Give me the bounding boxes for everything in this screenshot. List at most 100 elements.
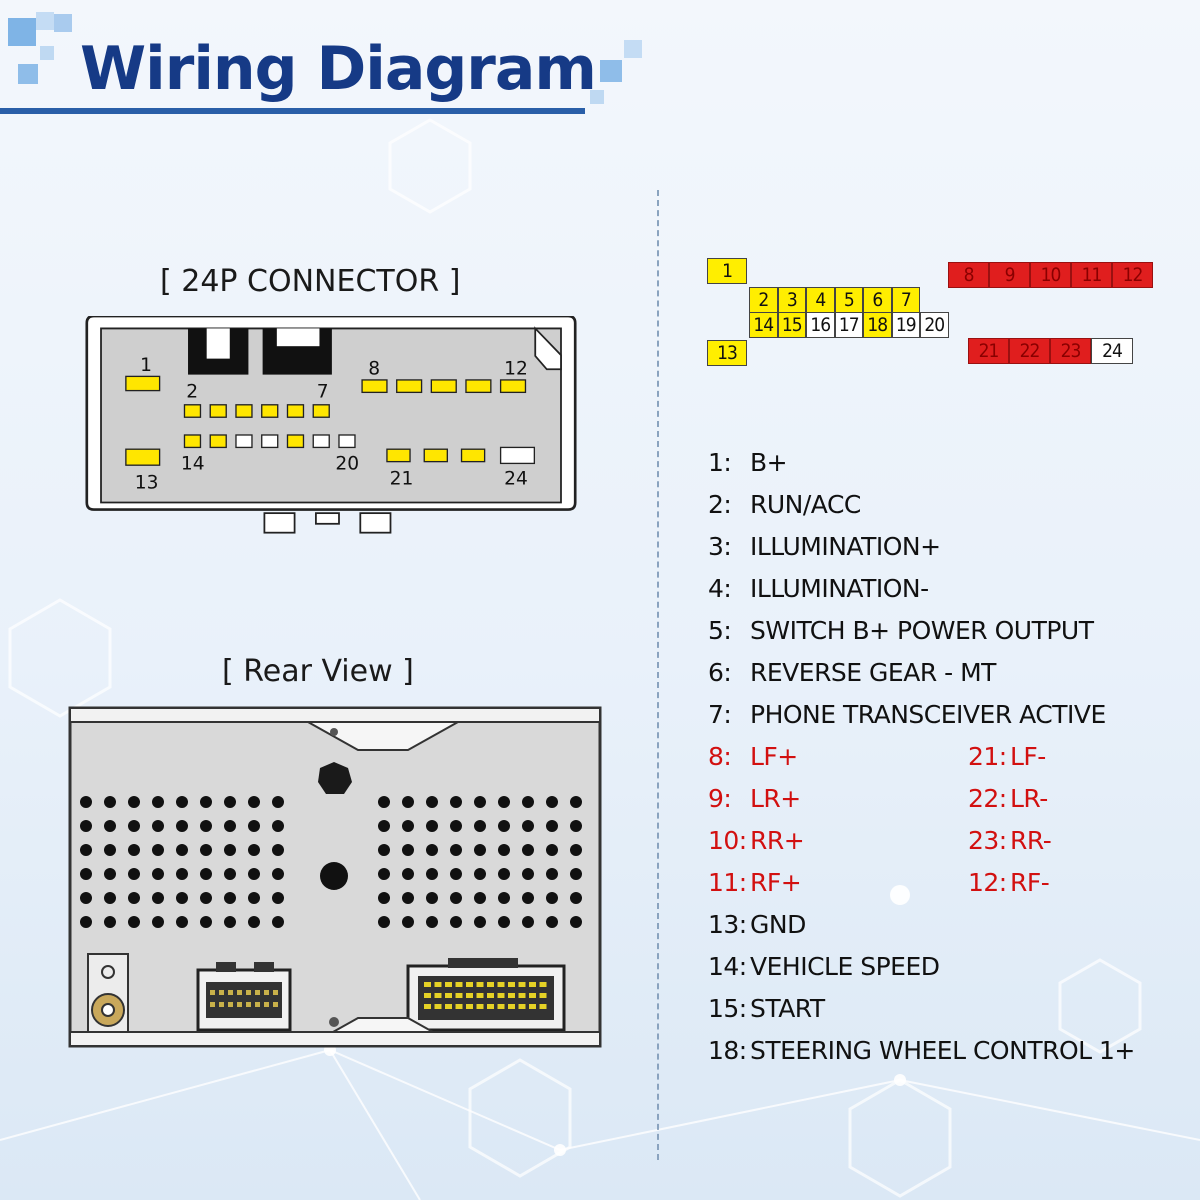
vent-hole [498,796,510,808]
title-decor-square [590,90,604,104]
page-title: Wiring Diagram [80,34,597,104]
vent-hole [402,868,414,880]
vent-hole [498,868,510,880]
connector-pin-6 [286,404,305,418]
vent-hole [200,868,212,880]
port-pin [273,990,278,995]
vent-hole [176,916,188,928]
connector-pin-22 [423,448,448,463]
vent-hole [474,868,486,880]
vent-hole [426,916,438,928]
vent-hole [224,796,236,808]
vent-hole [474,916,486,928]
vent-hole [450,796,462,808]
vent-hole [128,820,140,832]
port-pin [219,990,224,995]
pin-number: 2: [708,490,732,519]
vent-hole [474,844,486,856]
vent-hole [546,868,558,880]
pin-description-8: 8:LF+ [708,742,798,771]
pin-map-cell-20: 20 [920,312,949,338]
pin-number: 9: [708,784,732,813]
pin-function: LF+ [750,742,798,771]
vent-hole [402,916,414,928]
vent-hole [402,892,414,904]
pin-map-cell-1: 1 [707,258,747,284]
pin-number: 22: [968,784,1007,813]
vent-hole [474,796,486,808]
pin-function: B+ [750,448,788,477]
vent-left [80,796,284,928]
vent-hole [522,868,534,880]
pin-map-cell-9: 9 [989,262,1030,288]
pin-map-cell-24: 24 [1091,338,1133,364]
pin-description-12: 12:RF- [968,868,1050,897]
pin-function: STEERING WHEEL CONTROL 1+ [750,1036,1135,1065]
connector-pin-8 [361,379,388,394]
connector-pin-21 [386,448,411,463]
pin-description-5: 5:SWITCH B+ POWER OUTPUT [708,616,1094,645]
port-pin [539,993,547,998]
vent-hole [378,892,390,904]
vent-hole [272,892,284,904]
connector-pin-2 [183,404,202,418]
vent-hole [248,844,260,856]
pin-map-cell-22: 22 [1009,338,1050,364]
port-pin [476,982,484,987]
pin-map-cell-15: 15 [777,312,806,338]
vent-hole [80,820,92,832]
pin-description-23: 23:RR- [968,826,1052,855]
port-pin [255,990,260,995]
connector-pin-24 [499,446,536,465]
pin-number: 23: [968,826,1007,855]
vent-hole [570,820,582,832]
pin-description-14: 14:VEHICLE SPEED [708,952,940,981]
connector-pin-5 [261,404,279,418]
port-pin [273,1002,278,1007]
pin-map-cell-8: 8 [948,262,989,288]
vent-hole [224,892,236,904]
vent-hole [426,844,438,856]
connector-pin-23 [460,448,486,463]
pin-function: LF- [1010,742,1046,771]
port-pin [466,1004,473,1009]
pin-label-12: 12 [504,359,528,380]
pin-map-cell-5: 5 [834,287,863,313]
pin-number: 14: [708,952,747,981]
port-pin [424,982,431,987]
title-decor-square [40,46,54,60]
pin-function: RF+ [750,868,802,897]
vent-hole [272,868,284,880]
vent-hole [378,796,390,808]
vent-hole [546,820,558,832]
vent-hole [80,868,92,880]
vent-hole [176,892,188,904]
vent-hole [200,844,212,856]
vent-hole [450,844,462,856]
pin-description-13: 13:GND [708,910,806,939]
vent-hole [104,796,116,808]
vent-hole [522,820,534,832]
title-decor-square [624,40,642,58]
vent-hole [104,844,116,856]
vent-hole [546,916,558,928]
pin-number: 5: [708,616,732,645]
pin-description-1: 1:B+ [708,448,788,477]
connector-pin-20 [338,434,356,449]
pin-map-cell-16: 16 [806,312,835,338]
vent-hole [498,844,510,856]
port-pin [518,993,526,998]
vent-hole [570,868,582,880]
vent-hole [200,916,212,928]
vent-hole [570,916,582,928]
port-pin [518,982,526,987]
pin-map-cell-21: 21 [968,338,1009,364]
connector-pin-15 [209,434,227,449]
pin-label-24: 24 [504,469,528,490]
vent-hole [546,892,558,904]
vent-hole [224,820,236,832]
port-pin [445,982,452,987]
pin-map-cell-10: 10 [1030,262,1071,288]
vent-hole [176,844,188,856]
port-pin [434,993,442,998]
